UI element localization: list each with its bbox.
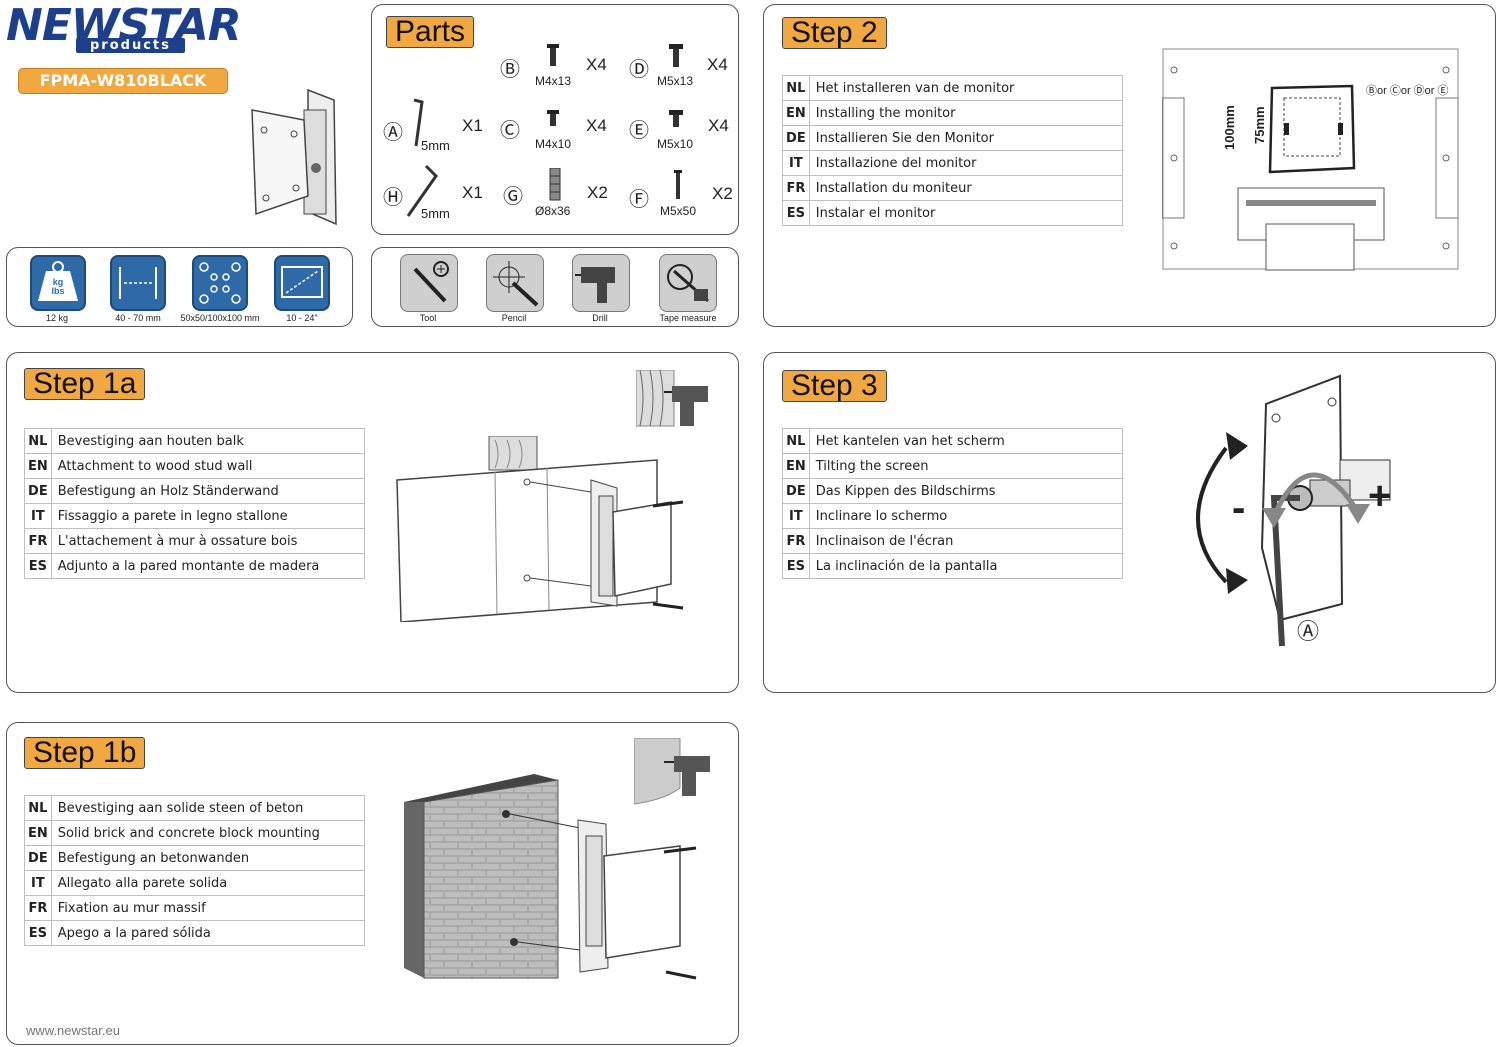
part-d-qty: X4: [707, 55, 728, 74]
product-image: [251, 88, 337, 226]
part-a-qty: X1: [462, 116, 483, 135]
part-f-qty: X2: [712, 184, 733, 203]
long-screw-icon: [674, 170, 682, 199]
part-c-size: M4x10: [535, 137, 572, 151]
drill-label: Drill: [592, 313, 608, 323]
part-e-qty: X4: [708, 116, 729, 135]
brand-logo: NEWSTAR products: [6, 0, 246, 60]
screen-size-icon: [274, 255, 330, 311]
screw-options-label: Ⓑor Ⓒor Ⓓor Ⓔ: [1366, 85, 1449, 97]
part-h-qty: X1: [462, 183, 483, 202]
drill-icon: [572, 254, 630, 312]
tilt-minus-sign: -: [1232, 486, 1246, 530]
concrete-drill-icon: [634, 738, 710, 805]
part-g-size: Ø8x36: [535, 204, 571, 218]
step1b-title: Step 1b: [24, 737, 146, 769]
part-c-letter: Ⓒ: [500, 120, 520, 142]
screw-icon: [669, 44, 683, 67]
pencil-icon: [486, 254, 544, 312]
parts-title: Parts: [386, 16, 475, 48]
screw-icon: [547, 110, 559, 126]
pencil-label: Pencil: [501, 313, 527, 323]
part-g-letter: Ⓖ: [503, 186, 523, 208]
part-a-letter: Ⓐ: [383, 122, 403, 144]
part-g-qty: X2: [587, 183, 608, 202]
dim-inner-label: 75mm: [1252, 106, 1267, 144]
step1b-illustration: [404, 774, 697, 980]
part-b-letter: Ⓑ: [500, 59, 520, 81]
spec-weight-label: 12 kg: [45, 313, 69, 323]
allen-key-icon: [406, 164, 438, 217]
part-a-size: 5mm: [421, 138, 450, 153]
part-d-size: M5x13: [657, 74, 694, 88]
website-label: www.newstar.eu: [26, 1023, 120, 1038]
dim-outer-label: 100mm: [1222, 105, 1237, 150]
part-f-letter: Ⓕ: [629, 189, 649, 211]
step3-illustration: [1196, 374, 1391, 647]
step2-title: Step 2: [782, 17, 887, 49]
step2-illustration: [1162, 48, 1459, 271]
tape-measure-icon: [659, 254, 717, 312]
weight-icon: kg lbs: [30, 255, 86, 311]
step1a-illustration: [396, 436, 684, 622]
part-d-letter: Ⓓ: [629, 59, 649, 81]
part-f-size: M5x50: [660, 204, 697, 218]
wood-drill-icon: [636, 370, 708, 427]
tape-measure-label: Tape measure: [659, 313, 717, 323]
logo-subtext: products: [76, 38, 185, 53]
tool-label: Tool: [419, 313, 437, 323]
part-b-size: M4x13: [535, 74, 572, 88]
step3-title: Step 3: [782, 370, 887, 402]
model-badge: FPMA-W810BLACK: [18, 68, 228, 94]
spec-screen-label: 10 - 24": [286, 313, 318, 323]
screw-icon: [669, 110, 683, 127]
wall-plug-icon: [549, 168, 561, 201]
part-b-qty: X4: [586, 55, 607, 74]
allen-key-icon: [413, 98, 424, 147]
step1a-title: Step 1a: [24, 368, 146, 400]
distance-icon: [110, 255, 166, 311]
vesa-pattern-icon: [192, 255, 248, 311]
spec-vesa-label: 50x50/100x100 mm: [180, 313, 260, 323]
part-h-letter: Ⓗ: [383, 187, 403, 209]
spec-distance-label: 40 - 70 mm: [115, 313, 161, 323]
part-h-size: 5mm: [421, 206, 450, 221]
part-e-letter: Ⓔ: [629, 120, 649, 142]
screwdriver-icon: [400, 254, 458, 312]
tilt-plus-sign: +: [1368, 474, 1392, 518]
part-c-qty: X4: [586, 116, 607, 135]
part-ref-label: Ⓐ: [1297, 619, 1320, 644]
part-e-size: M5x10: [657, 137, 694, 151]
screw-icon: [547, 44, 559, 66]
